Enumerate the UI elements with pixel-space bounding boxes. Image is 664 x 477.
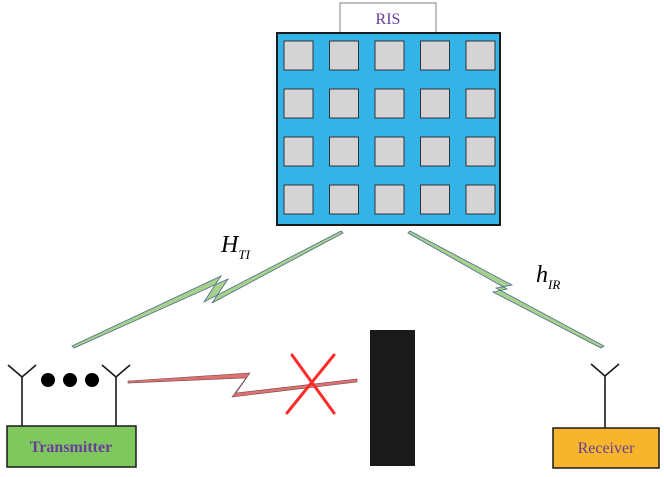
ris-element (374, 184, 405, 215)
ris-element-grid (283, 40, 496, 215)
obstacle-block (370, 330, 415, 466)
ris-label: RIS (376, 11, 401, 28)
transmitter-box (6, 425, 137, 468)
transmitter-label: Transmitter (30, 439, 112, 456)
antenna-icon (590, 363, 620, 428)
ris-element (465, 40, 496, 71)
ris-element (420, 40, 450, 71)
antenna-icon (101, 364, 131, 426)
receiver-box (552, 427, 660, 469)
ris-element (329, 136, 359, 167)
ris-element (283, 184, 314, 215)
ris-label-box (339, 2, 437, 34)
ris-element (329, 184, 359, 215)
channel-h-ir-label: hIR (536, 262, 560, 292)
receiver-label: Receiver (578, 440, 636, 457)
ris-element (465, 88, 496, 119)
ris-element (420, 88, 450, 119)
ris-element (420, 184, 450, 215)
channel-h-ti-label: HTI (220, 232, 251, 262)
ris-element (374, 88, 405, 119)
ris-element (374, 40, 405, 71)
direct-channel-bolt (127, 372, 358, 398)
ris-element (420, 136, 450, 167)
cross-icon (285, 353, 336, 415)
ris-rx-channel-bolt (407, 230, 605, 349)
ris-element (329, 40, 359, 71)
ris-element (374, 136, 405, 167)
ris-element (283, 88, 314, 119)
ris-element (283, 40, 314, 71)
ris-element (283, 136, 314, 167)
antenna-icon (7, 364, 37, 426)
ris-element (465, 184, 496, 215)
tx-ris-channel-bolt (71, 230, 344, 349)
ris-element (465, 136, 496, 167)
ris-element (329, 88, 359, 119)
antenna-ellipsis (41, 373, 99, 387)
